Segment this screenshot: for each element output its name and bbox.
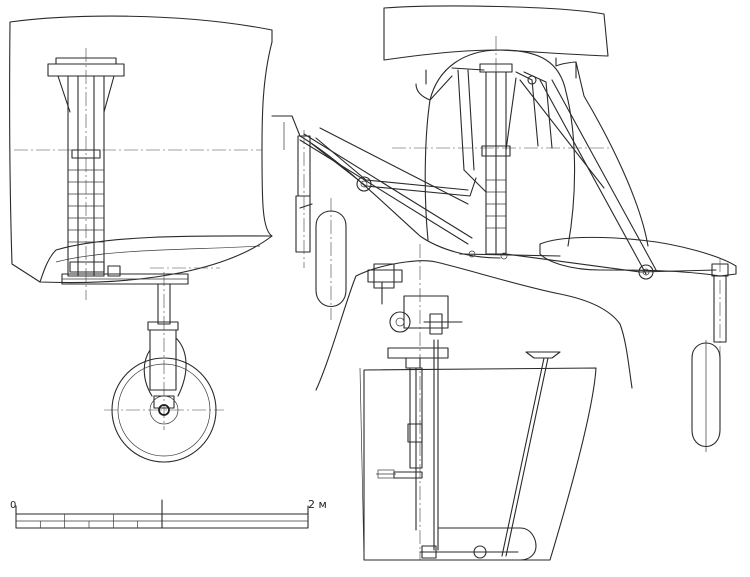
side-wheel-left [315,198,347,320]
scale-label-start: 0 [10,500,16,511]
left-view-main-gear [9,15,273,463]
lower-mechanism-view [315,244,633,561]
wing-lower-skin [39,235,273,283]
fuselage-side-right-long [575,61,649,247]
right-view-fuselage-gear [271,5,737,452]
scale-bar: 0 2 м [10,498,327,529]
retracted-strut-left [47,48,125,300]
wing-lower-skin-inner [55,245,261,263]
gear-door-panel [363,367,597,561]
fuselage-top-outline [383,5,609,61]
retract-link-left [299,127,477,245]
wing-root-left [271,115,501,259]
bay-strut-right [505,71,553,151]
fuselage-side-right [555,57,577,79]
retract-link-right [505,79,717,280]
side-wheel-right [691,340,721,452]
lower-fuselage-outline [315,260,633,391]
main-wheel-left [104,357,224,463]
scale-label-end: 2 м [308,498,327,511]
gear-bay-outline [424,49,576,247]
fuselage-side-left [415,69,431,101]
wing-outline-left [9,15,273,284]
bay-strut-left [429,67,487,193]
vertical-strut-detail [367,244,463,560]
extended-gear-leg-right-view-left [295,130,313,268]
bottom-link [419,527,537,561]
diagonal-actuator-rod [501,351,561,557]
gear-hinge-block-left [61,265,220,285]
central-strut [479,63,513,255]
extended-gear-leg-right [711,258,729,416]
wing-surface-right [539,236,737,277]
